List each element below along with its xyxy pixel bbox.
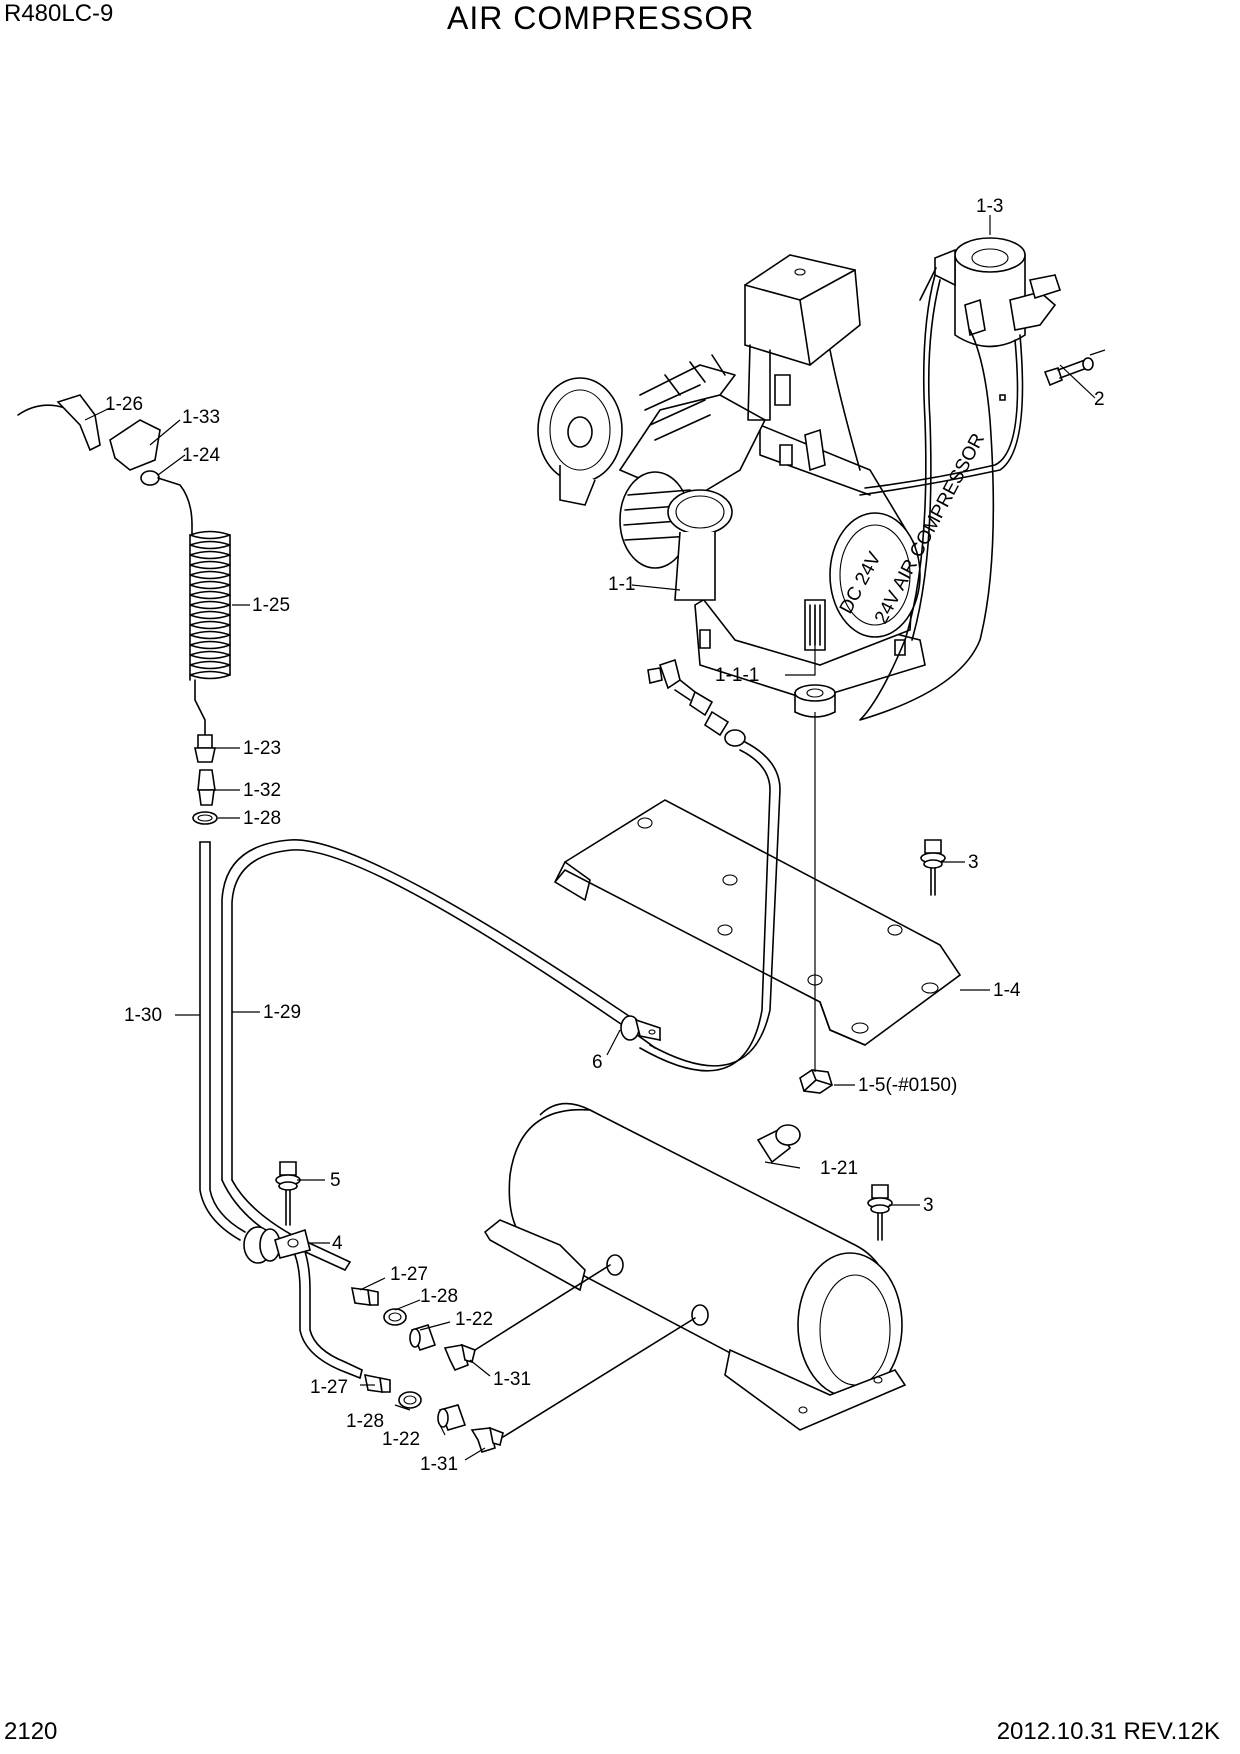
leader-lines: [84, 215, 1106, 1461]
callout: 1-1: [608, 574, 635, 595]
callout: 1-30: [124, 1005, 162, 1026]
callout-labels: 1-3 2 1-26 1-33 1-24 1-25 1-1 1-1-1 1-23…: [105, 196, 1105, 1475]
callout: 1-24: [182, 445, 220, 466]
tank-line-upper: [474, 1264, 611, 1351]
compressor-unit: DC 24V 24V AIR COMPRESSOR: [537, 254, 989, 718]
bolt-2: [999, 357, 1094, 401]
tank-line-lower: [502, 1317, 696, 1438]
bolt-3-upper: [920, 839, 946, 896]
wire-harness: [829, 267, 1024, 721]
callout: 5: [330, 1170, 341, 1191]
callout: 1-5(-#0150): [858, 1075, 957, 1096]
callout: 1-22: [382, 1429, 420, 1450]
compressor-outlet-fittings: [647, 658, 746, 747]
callout: 1-31: [420, 1454, 458, 1475]
revision-date: 2012.10.31 REV.12K: [996, 1718, 1220, 1745]
air-tubes: [199, 741, 781, 1379]
callout: 1-32: [243, 780, 281, 801]
callout: 1-28: [243, 808, 281, 829]
coiled-hose: [189, 524, 231, 736]
bolt-5: [275, 1161, 301, 1226]
tank-fittings-row-1: [350, 1287, 476, 1372]
callout: 1-25: [252, 595, 290, 616]
page-number: 2120: [4, 1718, 58, 1745]
tank-fittings-row-2: [363, 1373, 504, 1453]
callout: 1-33: [182, 407, 220, 428]
callout: 6: [592, 1052, 603, 1073]
air-tank: [483, 1102, 907, 1431]
callout: 2: [1094, 389, 1105, 410]
air-gun: [17, 394, 193, 526]
bolt-3-lower: [867, 1184, 893, 1241]
callout: 1-23: [243, 738, 281, 759]
model-number: R480LC-9: [4, 0, 114, 27]
callout: 1-4: [993, 980, 1021, 1001]
callout: 1-26: [105, 394, 143, 415]
page-title: AIR COMPRESSOR: [447, 0, 755, 36]
mounting-bracket: [554, 799, 962, 1046]
callout: 1-31: [493, 1369, 531, 1390]
callout: 1-28: [346, 1411, 384, 1432]
callout: 1-22: [455, 1309, 493, 1330]
callout: 4: [332, 1233, 343, 1254]
callout: 1-29: [263, 1002, 301, 1023]
callout: 3: [968, 852, 979, 873]
callout: 1-27: [390, 1264, 428, 1285]
callout: 1-1-1: [715, 665, 759, 686]
clamp-4: [243, 1226, 311, 1264]
callout: 1-28: [420, 1286, 458, 1307]
hose-fittings: [192, 734, 218, 825]
clamp-6: [620, 1015, 661, 1041]
callout: 1-27: [310, 1377, 348, 1398]
nut-1-5: [799, 1069, 833, 1094]
callout: 3: [923, 1195, 934, 1216]
solenoid-valve: [934, 237, 1062, 348]
callout: 1-3: [976, 196, 1003, 217]
callout: 1-21: [820, 1158, 858, 1179]
